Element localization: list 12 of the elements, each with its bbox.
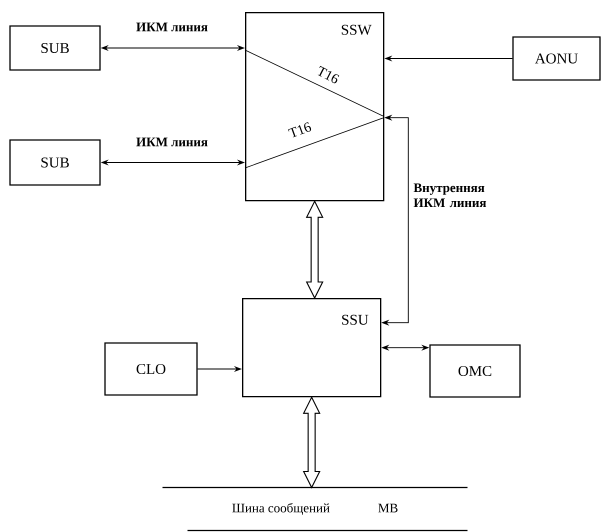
line-label: T16 <box>288 122 312 138</box>
unit-box: OMC <box>429 344 521 398</box>
edge-label: ИКМ линия <box>136 22 208 32</box>
unit-box: SUB <box>9 25 101 71</box>
message-bus: Шина сообщений MB <box>162 486 468 532</box>
line-label: T16 <box>318 66 340 84</box>
switch-block: SSU <box>242 298 382 398</box>
unit-box: CLO <box>104 342 198 396</box>
unit-box: AONU <box>512 36 601 81</box>
edge-label: ИКМ линия <box>136 138 208 146</box>
unit-box: SUB <box>9 139 101 186</box>
edge-label: Внутренняя ИКМ линия <box>414 184 486 208</box>
